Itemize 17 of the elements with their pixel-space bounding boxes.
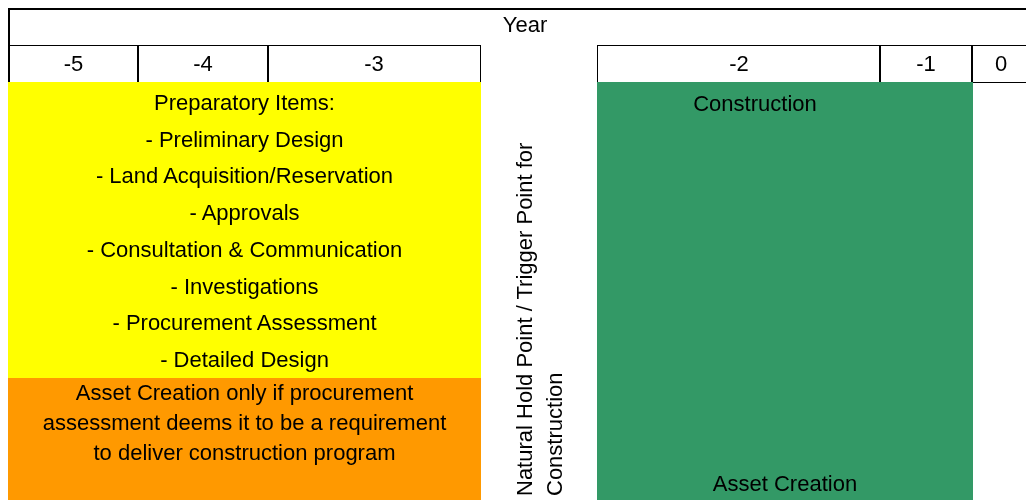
box-text: - Consultation & Communication bbox=[86, 235, 403, 264]
process-box bbox=[8, 378, 481, 500]
box-text: - Detailed Design bbox=[160, 345, 329, 374]
box-text: - Procurement Assessment bbox=[112, 309, 377, 338]
box-text: Asset Creation only if procurement assessment deems it to be a requirement to deliver construction program bbox=[41, 379, 448, 467]
box-text: - Investigations bbox=[170, 272, 319, 301]
vertical-label: Natural Hold Point / Trigger Point for Construction bbox=[511, 141, 568, 496]
box-text: - Preliminary Design bbox=[145, 125, 344, 154]
box-text: Preparatory Items: bbox=[154, 89, 335, 117]
box-text: - Approvals bbox=[189, 199, 300, 228]
process-box bbox=[597, 82, 973, 500]
table-cell: 0 bbox=[971, 45, 1026, 83]
header-label: Year bbox=[501, 12, 549, 39]
box-text: - Land Acquisition/Reservation bbox=[95, 162, 394, 191]
box-text: Construction bbox=[693, 90, 817, 118]
process-box bbox=[8, 82, 481, 379]
box-text: Asset Creation bbox=[712, 470, 858, 498]
